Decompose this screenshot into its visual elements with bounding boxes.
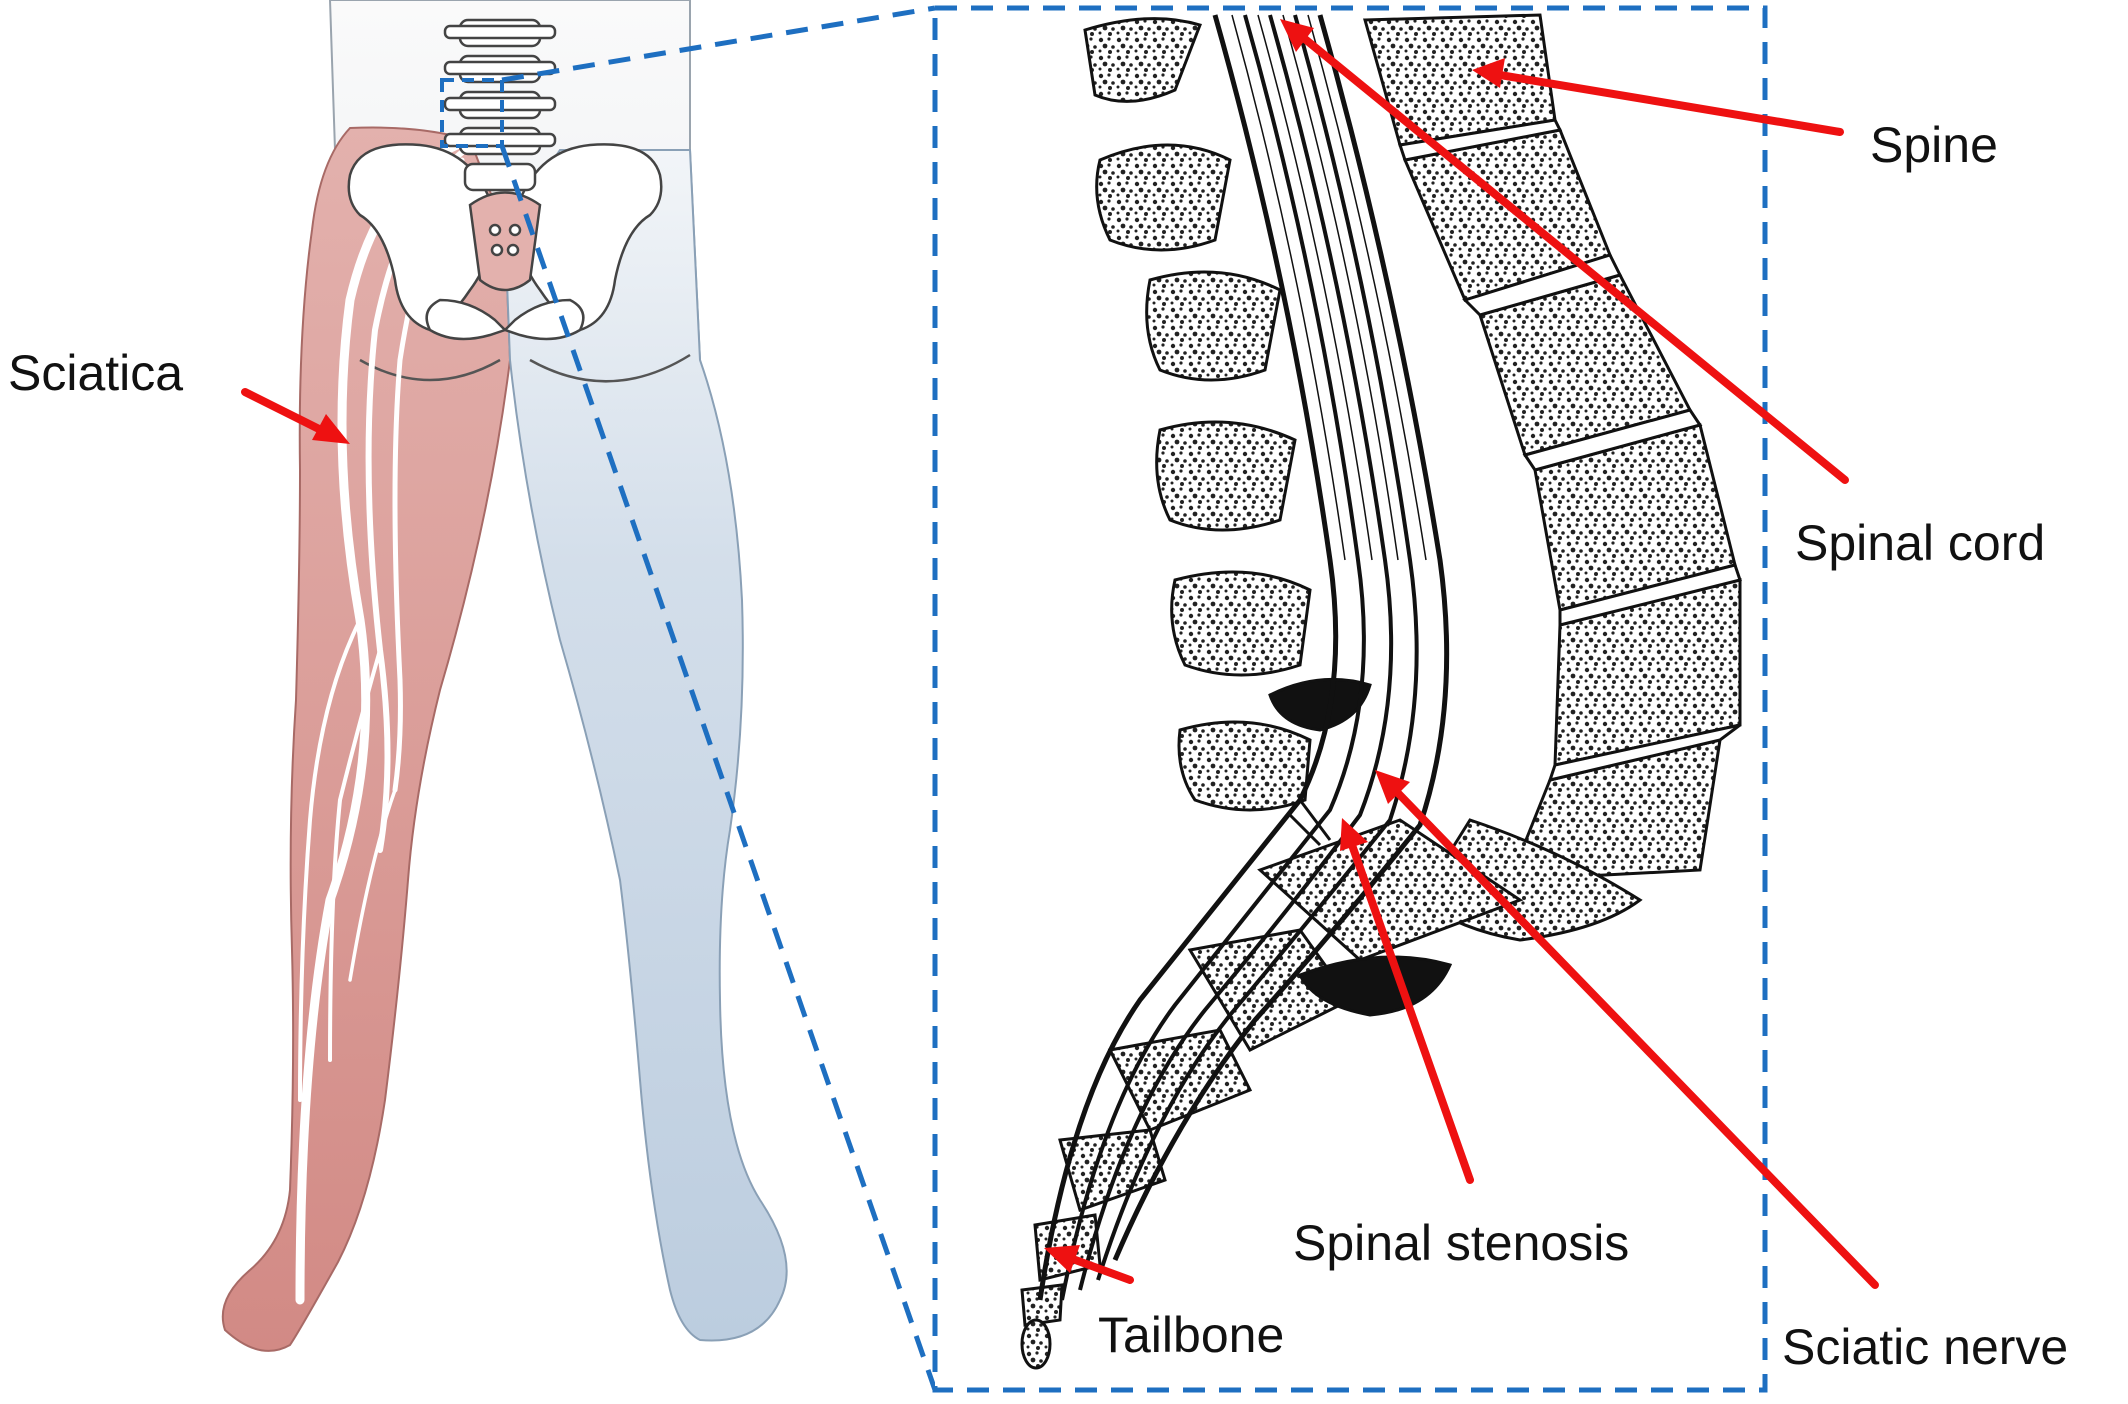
label-spinal-cord: Spinal cord xyxy=(1795,515,2046,571)
label-spinal-stenosis: Spinal stenosis xyxy=(1293,1215,1630,1271)
pelvis xyxy=(347,143,663,341)
arrow-sciatic-nerve xyxy=(1391,786,1879,1289)
label-spine: Spine xyxy=(1870,117,1998,173)
arrow-sciatica xyxy=(241,388,329,436)
spinal-cord xyxy=(1037,14,1450,1301)
stenosis-blob-lower xyxy=(1297,955,1453,1017)
label-sciatic-nerve: Sciatic nerve xyxy=(1782,1319,2069,1375)
annotation-arrows xyxy=(241,19,1879,1289)
spinous-processes xyxy=(1083,17,1312,812)
zoom-source-box xyxy=(440,78,504,148)
zoom-connector-lines xyxy=(499,5,938,1391)
arrow-tailbone xyxy=(1066,1254,1134,1284)
arrow-spinal-stenosis xyxy=(1348,841,1474,1184)
body-figure xyxy=(221,0,788,1352)
healthy-leg xyxy=(503,149,788,1342)
arrow-spinal-cord xyxy=(1296,31,1849,484)
spine-detail xyxy=(1020,13,1742,1370)
label-tailbone: Tailbone xyxy=(1098,1307,1285,1363)
lumbar-vertebrae xyxy=(443,18,557,192)
arrow-spine xyxy=(1496,71,1844,136)
label-sciatica: Sciatica xyxy=(8,345,184,401)
